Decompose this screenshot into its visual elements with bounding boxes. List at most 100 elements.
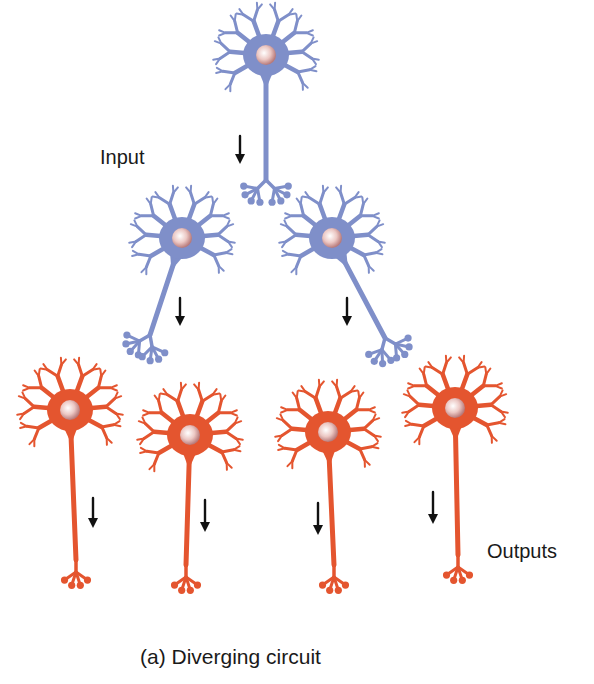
dendrite-twig [300, 197, 303, 204]
dendrite-twig [143, 410, 149, 413]
dendrite-branch [433, 368, 443, 374]
dendrite-twig [116, 413, 120, 419]
dendrite-twig [226, 253, 233, 254]
dendrite-branch [106, 399, 115, 407]
dendrite-branch [82, 370, 92, 376]
dendrite-twig [423, 367, 426, 374]
dendrite-branch [145, 424, 154, 432]
synaptic-knob [248, 197, 255, 204]
synaptic-knob [405, 343, 412, 350]
dendrite-twig [212, 394, 219, 395]
dendrite-branch [214, 255, 219, 266]
dendrite-branch [98, 376, 101, 388]
dendrite-branch [25, 399, 34, 407]
nucleus [172, 228, 192, 248]
dendrite-twig [285, 213, 291, 216]
dendrite-branch [360, 214, 372, 217]
dendrite-twig [354, 197, 361, 198]
figure-caption-holder: (a) Diverging circuit [140, 645, 321, 669]
axon-terminal-stem [150, 335, 152, 347]
synaptic-knob [443, 571, 450, 578]
cell-body [243, 34, 289, 76]
dendrite-branch [368, 235, 378, 242]
dendrite-branch [202, 395, 212, 401]
flow-arrow-head [428, 514, 438, 524]
neuron [275, 380, 381, 594]
dendrite-twig [301, 386, 305, 392]
axon-terminal-stem [456, 555, 460, 567]
dendrite-branch [220, 52, 230, 59]
dendrite-branch [147, 451, 159, 453]
dendrite-twig [414, 437, 419, 442]
synaptic-knob [139, 353, 146, 360]
dendrite-twig [463, 356, 465, 363]
nucleus [318, 422, 338, 442]
dendrite-twig [141, 448, 147, 452]
dendrite-branch [194, 198, 204, 204]
dendrite-twig [239, 9, 243, 15]
dendrite-branch [360, 204, 363, 216]
dendrite-branch [282, 429, 292, 436]
dendrite-branch [286, 235, 296, 242]
dendrite-branch [410, 397, 419, 405]
dendrite-branch [102, 425, 114, 427]
dendrite-branch [48, 370, 58, 376]
dendrite-branch [341, 193, 345, 204]
dendrite-branch [210, 204, 213, 216]
dendrite-branch [464, 363, 468, 374]
dendrite-twig [499, 423, 506, 424]
dendrite-twig [155, 192, 159, 198]
dendrite-twig [228, 241, 232, 247]
dendrite-branch [302, 44, 311, 52]
dendrite-twig [43, 364, 47, 370]
axon-terminal-stem [74, 560, 78, 572]
synaptic-knob [283, 191, 290, 198]
dendrite-branch [210, 214, 222, 217]
dendrite-twig [236, 438, 240, 444]
dendrite-twig [336, 380, 338, 387]
dendrite-twig [106, 438, 108, 445]
dendrite-twig [275, 435, 282, 436]
dendrite-branch [364, 421, 373, 429]
synaptic-knob [256, 199, 263, 206]
dendrite-twig [378, 241, 382, 247]
dendrite-twig [402, 411, 409, 412]
dendrite-branch [244, 15, 254, 21]
dendrite-twig [279, 445, 285, 449]
dendrite-twig [363, 199, 367, 205]
neuron [213, 3, 319, 206]
dendrite-branch [483, 384, 495, 387]
dendrite-branch [170, 193, 174, 204]
dendrite-branch [199, 390, 203, 401]
flow-arrow-shaft [317, 503, 319, 527]
synaptic-knob [77, 582, 84, 589]
outputs-label: Outputs [487, 540, 557, 563]
dendrite-twig [163, 389, 167, 395]
dendrite-twig [319, 381, 323, 386]
dendrite-twig [142, 417, 145, 423]
neuron [17, 358, 123, 589]
dendrite-branch [27, 426, 39, 428]
dendrite-branch [294, 31, 306, 34]
synaptic-knob [379, 360, 386, 367]
dendrite-branch [301, 204, 304, 216]
synaptic-knob [365, 351, 372, 358]
dendrite-twig [213, 58, 220, 59]
dendrite-twig [287, 461, 292, 466]
dendrite-branch [168, 395, 178, 401]
synaptic-knob [404, 334, 411, 341]
dendrite-branch [287, 227, 296, 235]
dendrite-twig [204, 197, 211, 198]
dendrite-twig [376, 253, 383, 254]
dendrite-branch [222, 452, 227, 463]
dendrite-twig [372, 447, 379, 448]
dendrite-twig [406, 421, 412, 425]
outputs-label-holder: Outputs [487, 540, 557, 563]
dendrite-branch [340, 392, 350, 398]
dendrite-twig [135, 213, 141, 216]
dendrite-twig [340, 186, 342, 193]
dendrite-twig [350, 391, 357, 392]
synaptic-knob [122, 340, 129, 347]
dendrite-branch [294, 21, 297, 33]
